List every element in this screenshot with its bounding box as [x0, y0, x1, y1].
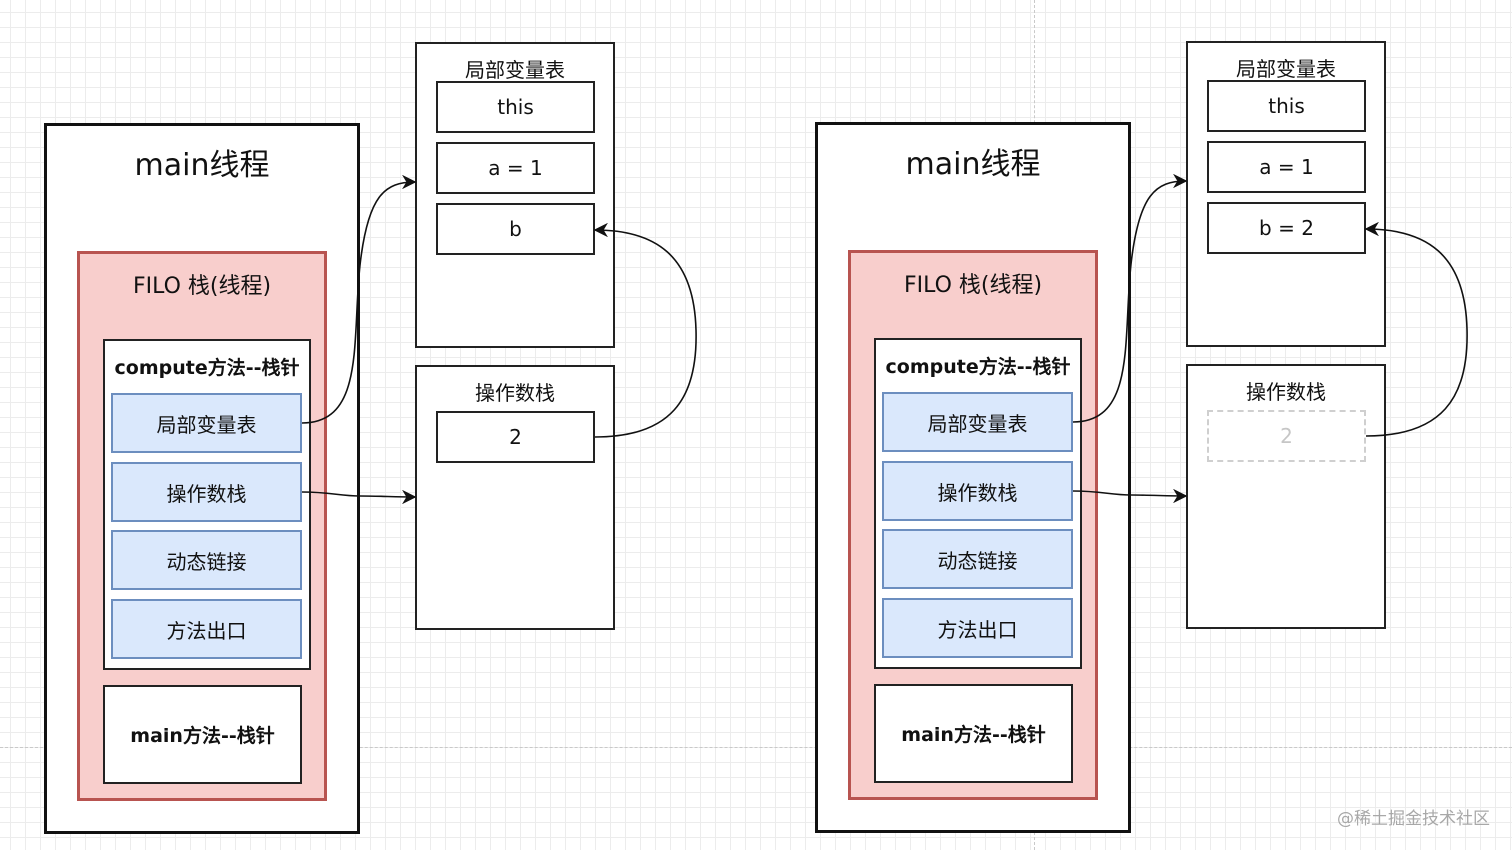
- left-stack-title: FILO 栈(线程): [132, 274, 272, 299]
- right-local-a: a = 1: [1207, 141, 1366, 193]
- left-compute-frame-title: compute方法--栈针: [114, 357, 300, 379]
- left-slot-return-address: 方法出口: [111, 599, 302, 659]
- right-local-this: this: [1207, 80, 1366, 132]
- right-thread-title: main线程: [905, 147, 1041, 182]
- right-arrow-assign-b: [1364, 221, 1468, 437]
- right-operand-stack-title: 操作数栈: [1246, 380, 1326, 404]
- left-operand-cell: 2: [436, 411, 595, 463]
- left-arrow-assign-b: [593, 222, 697, 438]
- left-arrow-local-vars: [301, 174, 417, 424]
- left-thread-title: main线程: [134, 148, 270, 183]
- left-local-this: this: [436, 81, 595, 133]
- right-slot-return-address: 方法出口: [882, 598, 1073, 658]
- left-slot-local-vars: 局部变量表: [111, 393, 302, 453]
- right-slot-dynamic-link: 动态链接: [882, 529, 1073, 589]
- left-slot-dynamic-link: 动态链接: [111, 530, 302, 590]
- left-operand-stack-panel: 操作数栈: [415, 365, 615, 630]
- right-local-b: b = 2: [1207, 202, 1366, 254]
- right-operand-cell-popped: 2: [1207, 410, 1366, 462]
- right-slot-operand-stack: 操作数栈: [882, 461, 1073, 521]
- right-arrow-local-vars: [1072, 173, 1188, 423]
- right-local-vars-title: 局部变量表: [1236, 57, 1336, 81]
- left-local-vars-title: 局部变量表: [465, 58, 565, 82]
- right-compute-frame-title: compute方法--栈针: [885, 356, 1071, 378]
- dashed-guide-horizontal: [0, 747, 1512, 748]
- left-arrow-operand-stack: [301, 489, 417, 505]
- left-main-method-frame: main方法--栈针: [103, 685, 302, 784]
- left-slot-operand-stack: 操作数栈: [111, 462, 302, 522]
- left-local-b: b: [436, 203, 595, 255]
- left-operand-stack-title: 操作数栈: [475, 381, 555, 405]
- right-stack-title: FILO 栈(线程): [903, 273, 1043, 298]
- right-slot-local-vars: 局部变量表: [882, 392, 1073, 452]
- watermark: @稀土掘金技术社区: [1337, 809, 1490, 829]
- right-main-method-frame: main方法--栈针: [874, 684, 1073, 783]
- right-arrow-operand-stack: [1072, 488, 1188, 504]
- left-local-a: a = 1: [436, 142, 595, 194]
